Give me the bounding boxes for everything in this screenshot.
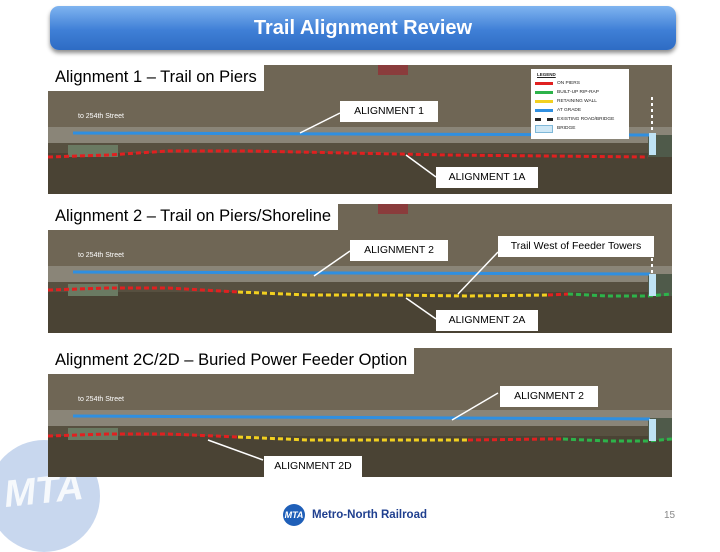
callout-alignment-2: ALIGNMENT 2 xyxy=(500,386,598,407)
page-number: 15 xyxy=(664,510,676,521)
legend-item-bridge: BRIDGE xyxy=(535,124,629,133)
mta-logo: MTA xyxy=(283,504,305,526)
alignment-2c-2d-panel: Alignment 2C/2D – Buried Power Feeder Op… xyxy=(48,348,672,477)
alignment-1-panel: Alignment 1 – Trail on Piers to 254th St… xyxy=(48,65,672,194)
legend-item-rip-rap: BUILT-UP RIP-RAP xyxy=(535,88,629,97)
legend-item-on-piers: ON PIERS xyxy=(535,79,629,88)
panel-3-title: Alignment 2C/2D – Buried Power Feeder Op… xyxy=(48,348,415,374)
street-label: to 254th Street xyxy=(78,113,124,120)
legend: LEGEND ON PIERS BUILT-UP RIP-RAP RETAINI… xyxy=(531,69,629,139)
callout-trail-west-feeder-towers: Trail West of Feeder Towers xyxy=(498,236,654,257)
panel-2-title: Alignment 2 – Trail on Piers/Shoreline xyxy=(48,204,339,230)
legend-heading: LEGEND xyxy=(537,72,556,77)
legend-item-retaining-wall: RETAINING WALL xyxy=(535,97,629,106)
callout-alignment-1: ALIGNMENT 1 xyxy=(340,101,438,122)
slide-title: Trail Alignment Review xyxy=(50,6,676,50)
street-label: to 254th Street xyxy=(78,396,124,403)
street-label: to 254th Street xyxy=(78,252,124,259)
legend-item-existing-road: EXISTING ROAD/BRIDGE xyxy=(535,115,629,124)
callout-alignment-1a: ALIGNMENT 1A xyxy=(436,167,538,188)
callout-alignment-2a: ALIGNMENT 2A xyxy=(436,310,538,331)
legend-item-at-grade: AT GRADE xyxy=(535,106,629,115)
callout-alignment-2: ALIGNMENT 2 xyxy=(350,240,448,261)
callout-alignment-2d: ALIGNMENT 2D xyxy=(264,456,362,477)
alignment-2-panel: Alignment 2 – Trail on Piers/Shoreline t… xyxy=(48,204,672,333)
panel-1-title: Alignment 1 – Trail on Piers xyxy=(48,65,264,91)
brand-name: Metro-North Railroad xyxy=(312,509,427,521)
